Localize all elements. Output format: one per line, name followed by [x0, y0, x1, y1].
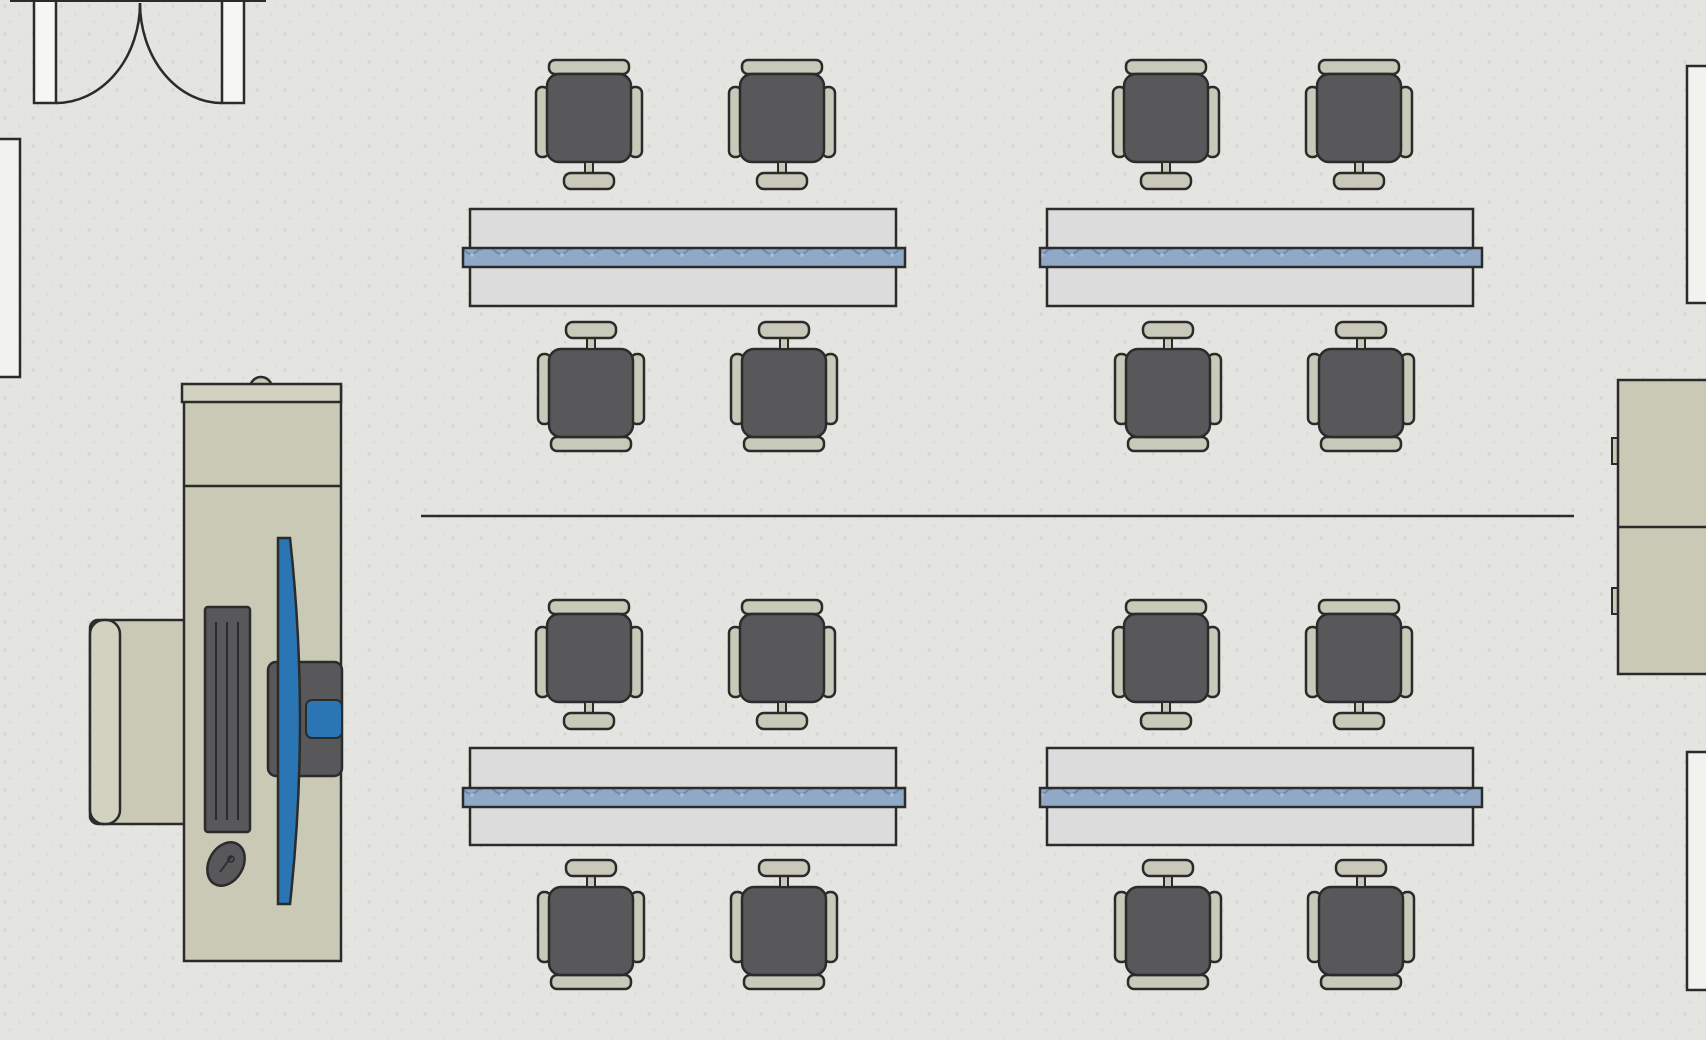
student-table-3: [461, 746, 907, 847]
storage-cabinet: [1611, 378, 1706, 676]
double-door: [10, 0, 266, 105]
keyboard-icon: [203, 605, 252, 834]
wall-panel-right-bottom: [1685, 750, 1706, 992]
teacher-desk: [88, 375, 344, 963]
student-table-2: [1038, 207, 1484, 308]
wall-panel-right-top: [1685, 64, 1706, 305]
mouse-icon: [206, 841, 246, 887]
teacher-chair: [88, 618, 192, 826]
wall-panel-left: [0, 137, 22, 379]
student-table-1: [461, 207, 907, 308]
monitor-icon: [266, 536, 344, 906]
door-swing-icon: [10, 0, 266, 105]
student-table-4: [1038, 746, 1484, 847]
